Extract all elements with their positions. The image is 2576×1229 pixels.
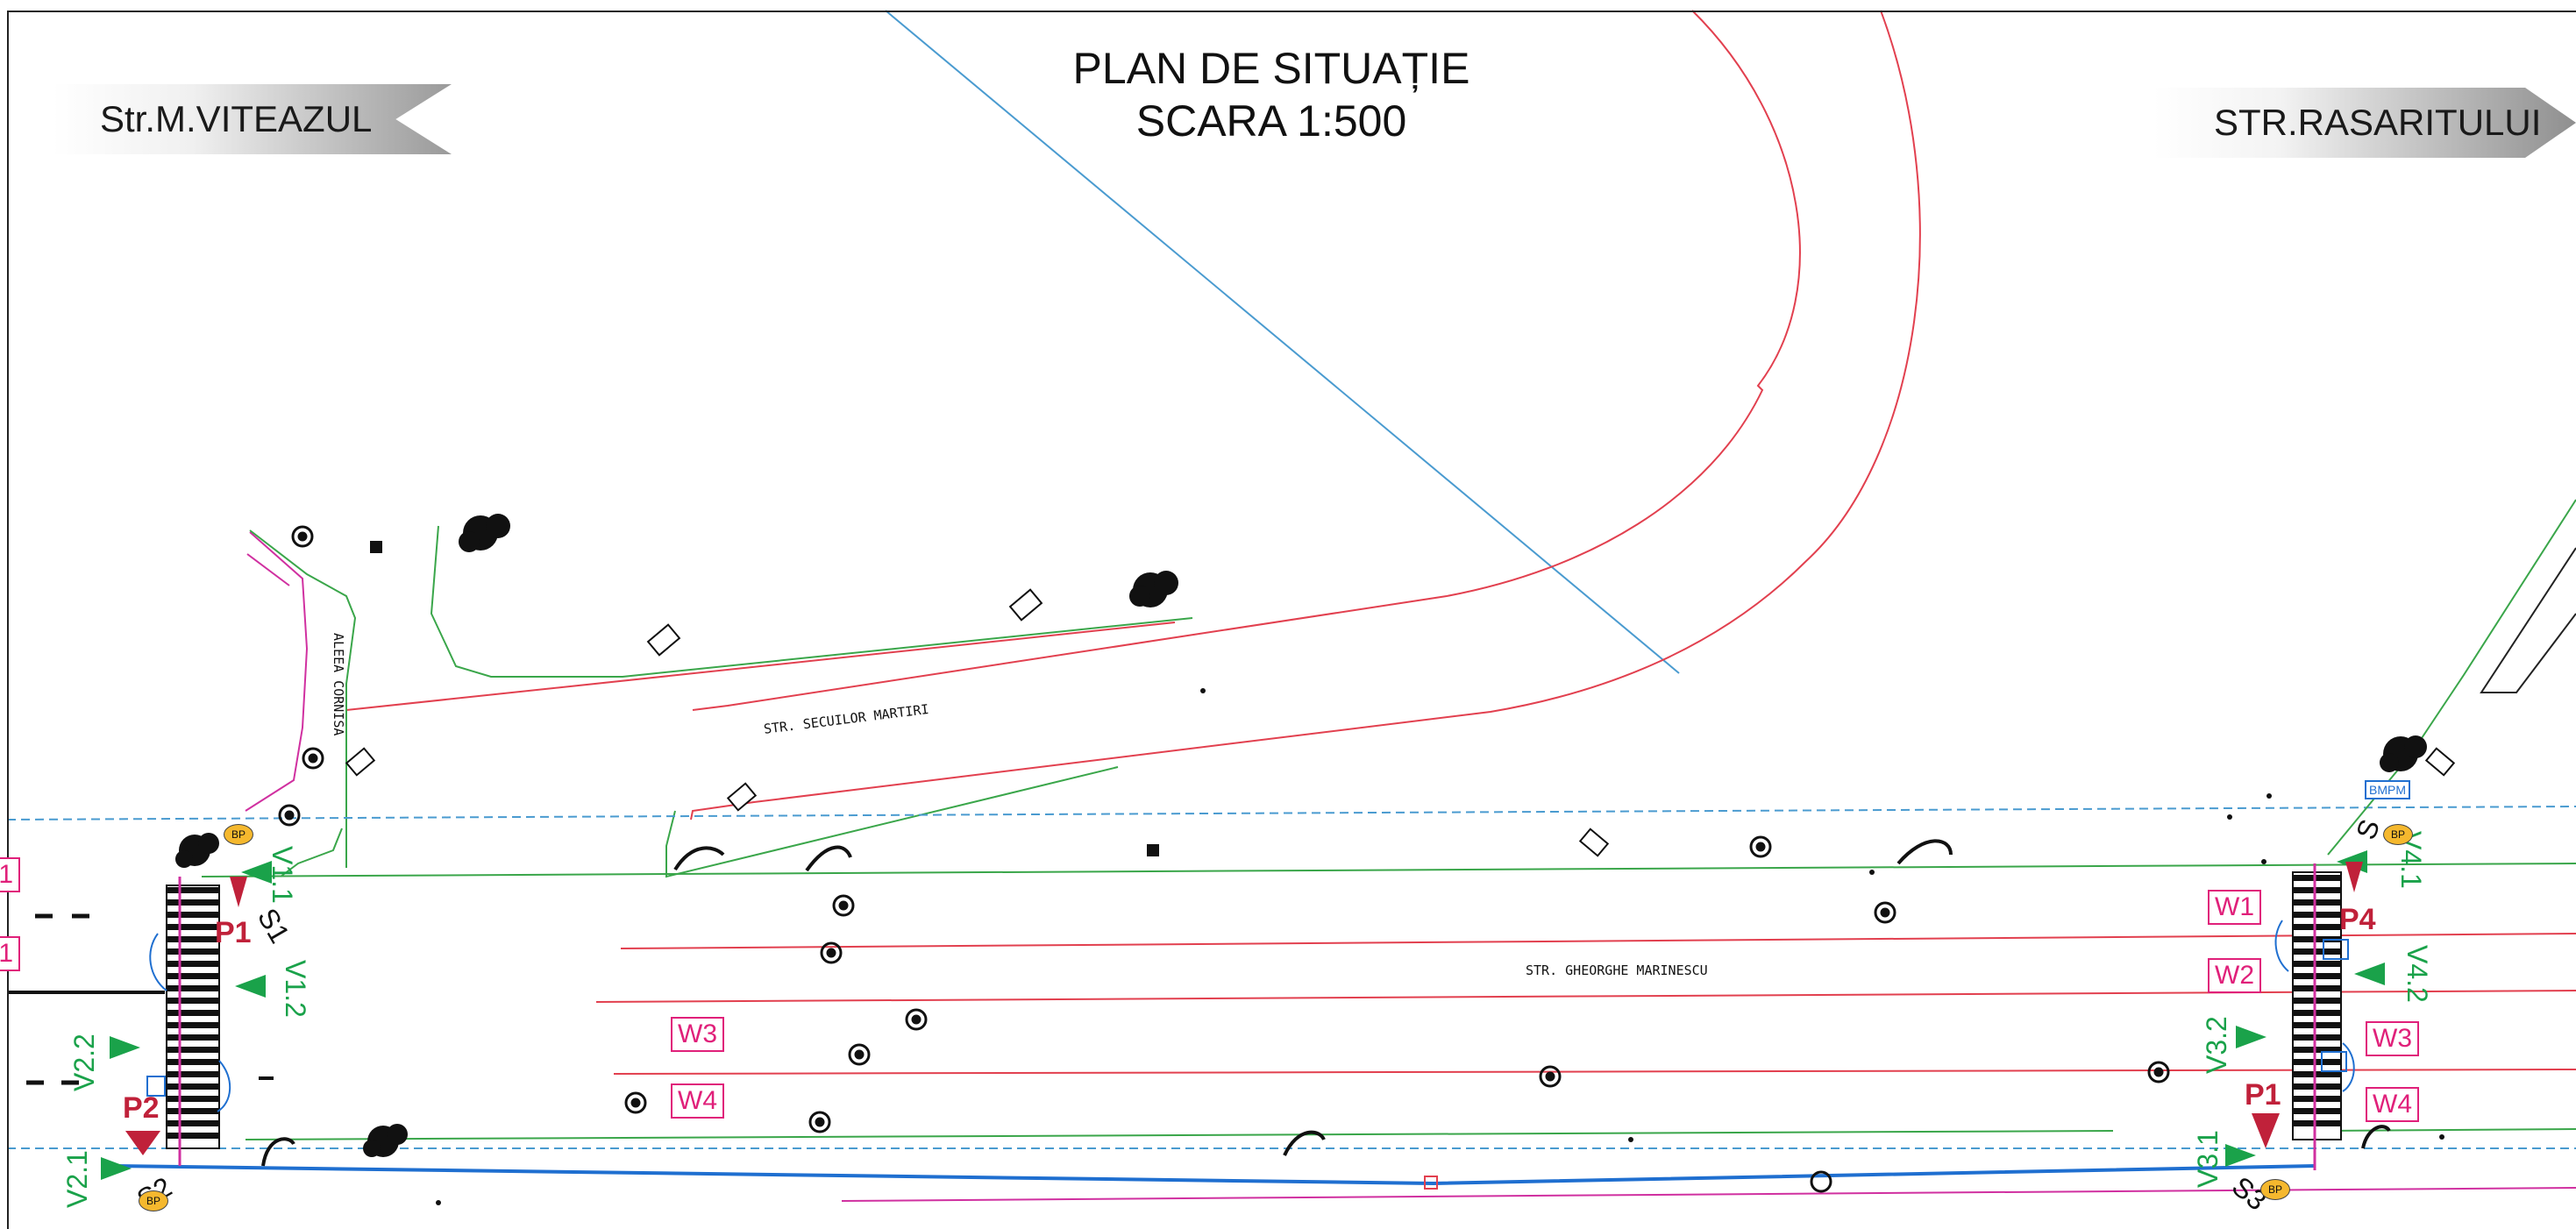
plan-title: PLAN DE SITUAȚIE SCARA 1:500 [982,42,1561,147]
sign-post-icons [345,588,2456,857]
ped-signal-label-p1-left: P1 [215,916,252,949]
direction-arrow-right: STR.RASARITULUI [2153,88,2576,158]
zebra-crossing-right [2292,863,2342,1170]
bmpm-box: BMPM [2365,780,2410,799]
street-label-marinescu: STR. GHEORGHE MARINESCU [1526,963,1708,978]
small-square-icon-2 [1147,844,1159,856]
zebra-crossing-left [166,877,220,1166]
curb-secuilor-north [430,525,1193,678]
curb-secuilor-south [280,828,343,877]
plan-scale: SCARA 1:500 [1135,96,1407,146]
street-lamp-icons [261,839,2391,1167]
ped-arc-right-top [2274,920,2289,972]
bp-badge-right-top: BP [2383,824,2413,845]
property-line-left [245,531,309,812]
tree-icons [175,514,2427,1157]
lane-label-w3-right: W3 [2366,1021,2419,1056]
vehicle-head-label-v22: V2.2 [68,1034,100,1091]
plan-title-line1: PLAN DE SITUAȚIE [1072,44,1470,93]
lane-label-w1-left: W1 [0,857,20,892]
building-right [2480,547,2576,693]
ped-arc-right-bottom [2342,1042,2355,1092]
lane-label-w4-center: W4 [671,1083,724,1119]
detector-marker [1424,1176,1438,1190]
bp-badge-left-bottom: BP [139,1190,168,1211]
road-edge-secuilor [345,622,1176,711]
lane-label-w1-left-bottom: W1 [0,936,20,971]
lane-label-w1-right: W1 [2208,890,2261,925]
road-edge-inner [690,10,1921,821]
curb-main-south [245,1130,2114,1140]
vehicle-head-label-v42: V4.2 [2402,945,2433,1003]
lane-line-1 [620,933,2576,949]
small-square-icon [370,541,382,553]
bp-badge-right-bottom: BP [2260,1179,2290,1200]
property-line-south [841,1187,2576,1202]
vehicle-head-label-v21: V2.1 [61,1150,93,1208]
curb-alley [249,529,357,868]
utility-cable [113,1164,2316,1186]
lane-line-3 [613,1069,2576,1075]
survey-points [436,688,2444,1205]
curb-secuilor-end [665,766,1119,878]
direction-arrow-left: Str.M.VITEAZUL [53,84,452,154]
ped-signal-label-p2-left: P2 [123,1091,160,1125]
ped-arc-left-bottom [217,1060,231,1112]
direction-arrow-right-label: STR.RASARITULUI [2214,102,2542,143]
manhole-icons [278,525,2170,1193]
road-edge-outer [692,10,1801,711]
curb-right-diag [2327,499,2576,856]
ped-head-icons [125,862,2363,1155]
lane-label-w2-right: W2 [2208,958,2261,993]
boundary-dashed-north [6,806,2576,821]
bp-badge-left-top: BP [224,824,253,845]
ped-signal-label-p4-right: P4 [2339,903,2376,936]
vehicle-head-label-v12: V1.2 [280,960,311,1018]
sidewalk-left-block [7,991,165,994]
curb-main-south-right [2327,1128,2576,1132]
vehicle-head-label-v32: V3.2 [2201,1016,2232,1074]
cadastral-boundary-line [885,10,1680,674]
lane-label-w4-right: W4 [2366,1087,2419,1122]
ped-arc-left-top [149,933,167,991]
lane-label-w3-center: W3 [671,1017,724,1052]
vehicle-head-label-v11: V1.1 [267,846,298,904]
ped-signal-label-p1-right: P1 [2245,1078,2281,1112]
lane-line-2 [595,990,2576,1003]
property-line-left-2 [246,553,290,586]
street-label-alley: ALEEA CORNISA [331,633,346,736]
vehicle-head-label-v31: V3.1 [2192,1130,2224,1188]
curb-main-north [201,863,2576,877]
signal-box-icons [146,939,2349,1097]
direction-arrow-left-label: Str.M.VITEAZUL [100,98,373,139]
